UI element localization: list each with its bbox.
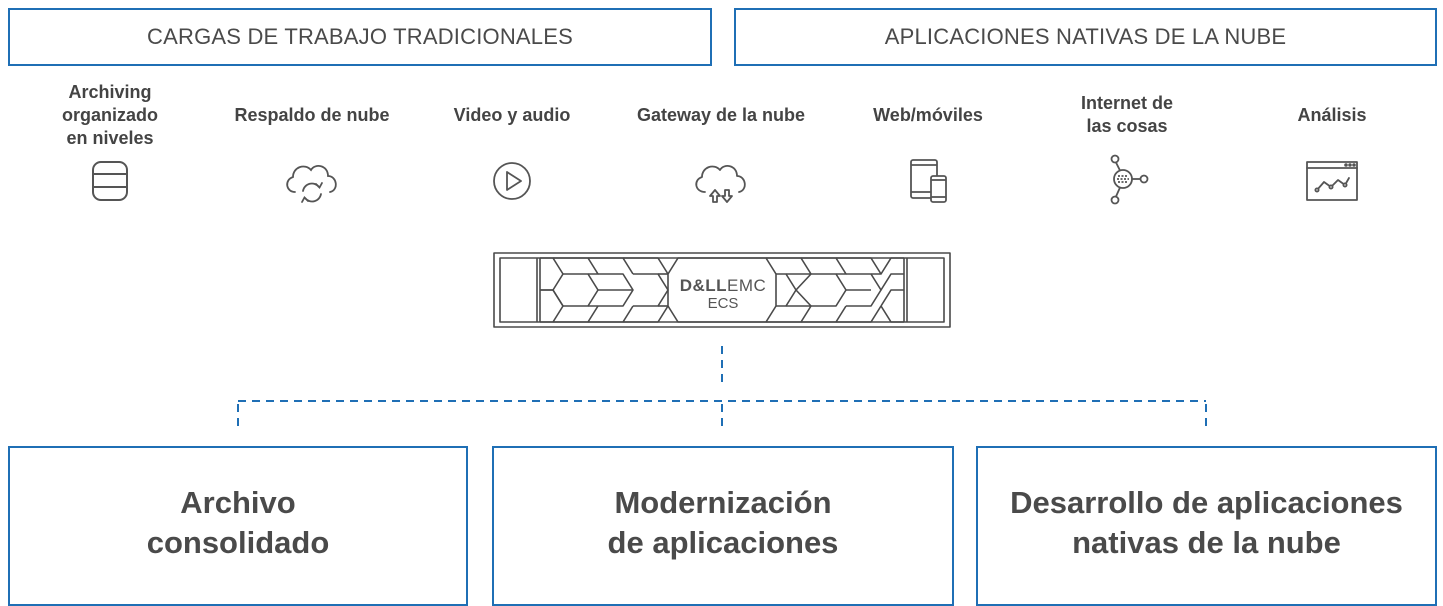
cloud-sync-icon (286, 165, 337, 203)
solution-app-modernization: Modernización de aplicaciones (492, 446, 954, 606)
use-case-label: Web/móviles (873, 104, 983, 125)
product-name: ECS (707, 295, 739, 312)
ecs-appliance-illustration (493, 252, 951, 328)
cloud-transfer-icon (695, 165, 746, 203)
use-case-iot: Internet de las cosas (1032, 80, 1222, 208)
brand-dell: D&LL (679, 276, 728, 295)
dashed-connector-lines (237, 346, 1207, 426)
brand-emc: EMC (727, 276, 767, 295)
devices-icon (910, 159, 947, 203)
use-case-analytics: Análisis (1237, 80, 1427, 206)
use-case-label: Video y audio (453, 104, 571, 125)
solution-consolidated-archive: Archivo consolidado (8, 446, 468, 606)
solution-title: Archivo consolidado (146, 485, 330, 560)
dell-emc-ecs-logo: D&LLEMC ECS (670, 276, 776, 313)
solution-cloud-native-development: Desarrollo de aplicaciones nativas de la… (976, 446, 1437, 606)
use-case-label: Archiving organizado en niveles (61, 81, 158, 148)
cloud-native-apps-header: APLICACIONES NATIVAS DE LA NUBE (734, 8, 1437, 66)
traditional-workloads-title: CARGAS DE TRABAJO TRADICIONALES (147, 24, 573, 49)
use-case-tiered-archiving: Archiving organizado en niveles (15, 80, 205, 206)
use-case-label: Respaldo de nube (234, 104, 390, 125)
solution-title: Desarrollo de aplicaciones nativas de la… (1010, 485, 1403, 560)
use-case-cloud-backup: Respaldo de nube (217, 80, 407, 206)
play-icon (493, 162, 531, 200)
database-icon (92, 161, 128, 201)
traditional-workloads-header: CARGAS DE TRABAJO TRADICIONALES (8, 8, 712, 66)
iot-network-icon (1110, 154, 1149, 205)
use-case-label: Gateway de la nube (636, 104, 806, 125)
use-case-cloud-gateway: Gateway de la nube (626, 80, 816, 206)
analytics-window-icon (1306, 161, 1358, 201)
use-case-label: Análisis (1297, 104, 1367, 125)
use-case-web-mobile: Web/móviles (833, 80, 1023, 206)
cloud-native-apps-title: APLICACIONES NATIVAS DE LA NUBE (884, 24, 1287, 49)
solution-title: Modernización de aplicaciones (607, 485, 839, 560)
use-case-label: Internet de las cosas (1080, 93, 1173, 136)
use-case-video-audio: Video y audio (417, 80, 607, 206)
